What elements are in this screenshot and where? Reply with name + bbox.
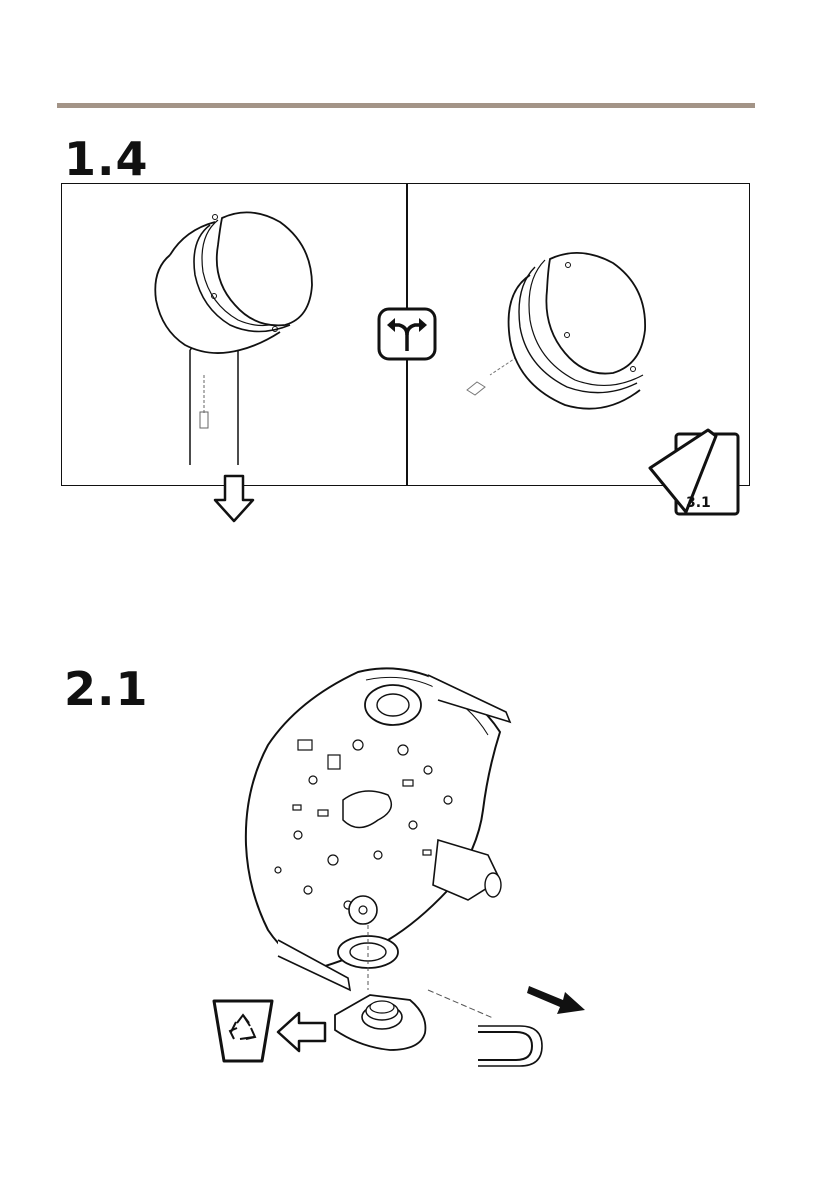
arrow-left-icon xyxy=(275,1010,327,1054)
camera-cable-illustration xyxy=(455,245,675,415)
recycle-bin-icon xyxy=(210,995,276,1065)
mounting-bracket-illustration xyxy=(238,660,528,1000)
split-arrow-icon xyxy=(377,307,437,361)
step-number-2-1: 2.1 xyxy=(64,666,149,712)
camera-pole-mount-illustration xyxy=(140,200,330,470)
u-clip-illustration xyxy=(470,1010,554,1065)
arrow-right-icon xyxy=(527,978,589,1018)
step-number-1-4: 1.4 xyxy=(64,136,149,182)
header-rule xyxy=(57,103,755,108)
grommet-plate-illustration xyxy=(330,985,430,1055)
page-reference-label: 3.1 xyxy=(686,495,711,511)
arrow-down-icon xyxy=(212,474,256,524)
